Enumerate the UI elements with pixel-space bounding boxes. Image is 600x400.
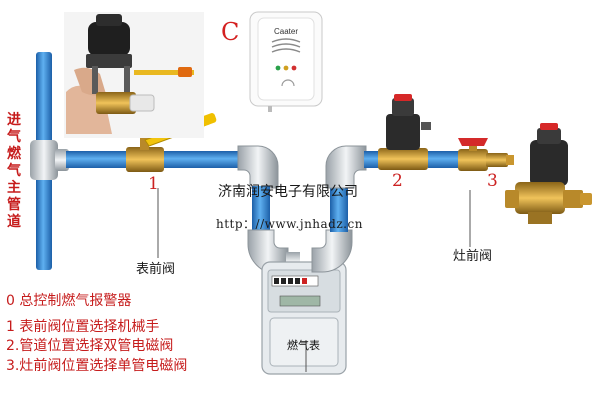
double-solenoid-valve xyxy=(378,94,431,170)
pipe-segment-1 xyxy=(66,151,130,168)
meter-label: 燃气表 xyxy=(287,339,320,352)
stove-valve-label: 灶前阀 xyxy=(453,249,493,264)
main-pipe-label: 进气燃气主管道 xyxy=(7,112,21,230)
letter-c-label: C xyxy=(221,18,240,46)
pipe-drop-left xyxy=(252,186,270,232)
elbow-fitting-3 xyxy=(311,229,353,273)
elbow-fitting-4 xyxy=(325,145,367,189)
manipulator-photo xyxy=(64,12,204,138)
pipe-segment-2 xyxy=(164,151,244,168)
valve-1-body xyxy=(126,147,164,172)
pipe-segment-4 xyxy=(428,151,462,168)
detector-brand: Caater xyxy=(274,27,299,36)
gas-detector xyxy=(249,11,323,112)
legend-item-1: 1 表前阀位置选择机械手 xyxy=(6,319,160,335)
legend-item-0: 0 总控制燃气报警器 xyxy=(6,293,132,309)
company-name: 济南润安电子有限公司 xyxy=(218,184,358,200)
elbow-fitting-1 xyxy=(237,145,279,189)
pipe-segment-3 xyxy=(364,151,382,168)
valve-3-body xyxy=(458,138,514,171)
meter-valve-label: 表前阀 xyxy=(136,262,176,277)
valve-number-2: 2 xyxy=(392,171,403,191)
pipe-rise-right xyxy=(330,186,348,232)
main-tee-fitting xyxy=(30,140,58,180)
legend-item-3: 3.灶前阀位置选择单管电磁阀 xyxy=(6,358,188,374)
valve-number-3: 3 xyxy=(487,171,498,191)
gas-meter xyxy=(261,261,347,375)
single-solenoid-valve xyxy=(505,123,592,224)
website-url: http：//www.jnhadz.cn xyxy=(216,217,363,231)
valve-number-1: 1 xyxy=(148,174,159,194)
legend-item-2: 2.管道位置选择双管电磁阀 xyxy=(6,338,174,354)
